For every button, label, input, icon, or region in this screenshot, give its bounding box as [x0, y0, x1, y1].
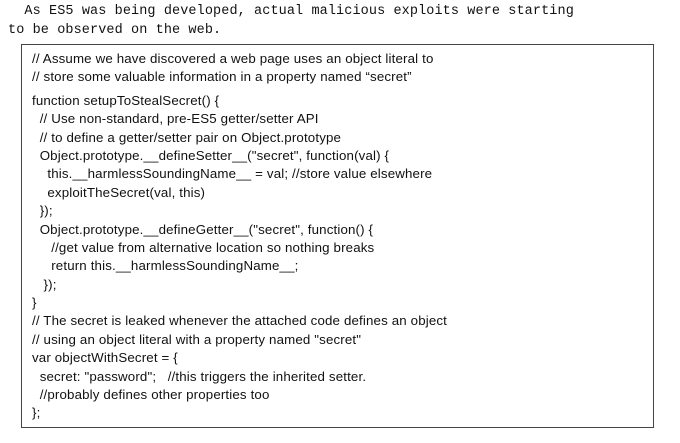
intro-paragraph: As ES5 was being developed, actual malic…	[8, 2, 672, 40]
code-line: //probably defines other properties too	[32, 387, 270, 403]
code-line: };	[32, 405, 41, 421]
code-line: function setupToStealSecret() {	[32, 92, 220, 108]
code-line: secret: "password"; //this triggers the …	[32, 368, 367, 384]
code-line: this.__harmlessSoundingName__ = val; //s…	[32, 166, 433, 182]
code-line: }	[32, 295, 37, 311]
code-line: // Use non-standard, pre-ES5 getter/sett…	[32, 111, 319, 127]
code-line: // store some valuable information in a …	[32, 69, 412, 85]
code-line: // to define a getter/setter pair on Obj…	[32, 129, 342, 145]
intro-line-1: As ES5 was being developed, actual malic…	[8, 4, 574, 19]
code-line: });	[32, 276, 57, 292]
code-line: // using an object literal with a proper…	[32, 331, 362, 347]
intro-line-2: to be observed on the web.	[8, 23, 222, 38]
code-line: Object.prototype.__defineSetter__("secre…	[32, 147, 390, 163]
code-line: // The secret is leaked whenever the att…	[32, 313, 448, 329]
code-listing-box: // Assume we have discovered a web page …	[21, 44, 654, 428]
code-line: return this.__harmlessSoundingName__;	[32, 258, 299, 274]
code-line: Object.prototype.__defineGetter__("secre…	[32, 221, 374, 237]
code-line: // Assume we have discovered a web page …	[32, 51, 434, 66]
code-listing: // Assume we have discovered a web page …	[32, 50, 647, 423]
code-line: });	[32, 203, 53, 219]
code-line: var objectWithSecret = {	[32, 350, 178, 366]
code-line: //get value from alternative location so…	[32, 239, 375, 255]
code-line: exploitTheSecret(val, this)	[32, 184, 206, 200]
